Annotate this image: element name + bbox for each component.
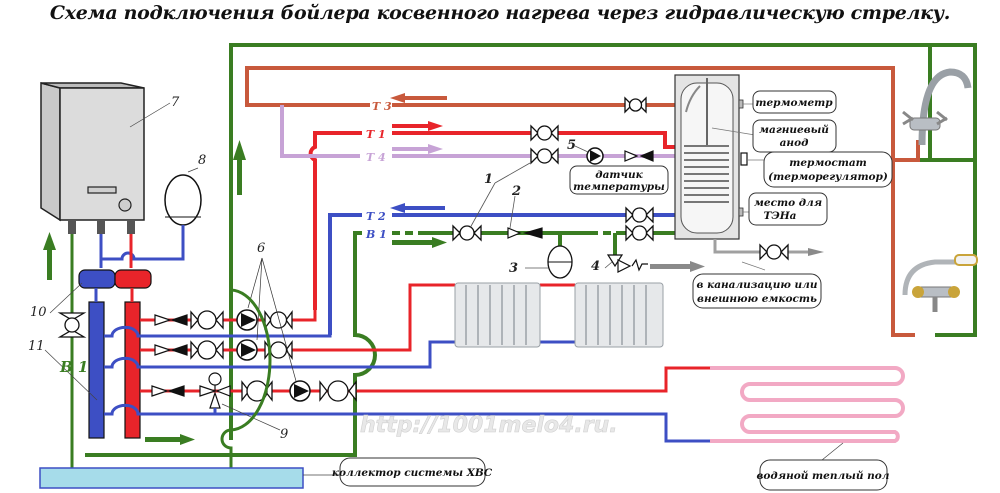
label-number-11: 11 — [28, 339, 45, 354]
flow-arrow-right-icon — [392, 144, 443, 154]
label-number-5: 5 — [567, 138, 576, 153]
pipe-label-t4: Т 4 — [366, 151, 386, 164]
leader-line — [821, 442, 844, 461]
drain-arrow-icon — [650, 261, 705, 272]
callout-thermometer: термометр — [752, 90, 837, 114]
leader-lines — [469, 145, 613, 269]
warm-floor-loop — [710, 366, 905, 443]
boiler-connection-pipes — [70, 225, 185, 470]
svg-text:место для: место для — [754, 197, 822, 209]
cold-water-collector — [39, 467, 304, 489]
bath-mixer-icon — [902, 254, 978, 312]
drain-arrow-icon — [808, 248, 824, 256]
indirect-water-heater-tank — [674, 74, 748, 240]
ball-valve-icon — [625, 206, 654, 224]
hydraulic-separator — [88, 288, 141, 439]
check-valve-icon — [151, 385, 185, 397]
flow-arrow-up-icon — [43, 232, 56, 280]
callout-collector: коллектор системы ХВС — [332, 457, 493, 487]
ball-valve-icon — [264, 310, 293, 330]
flow-arrow-right-icon — [392, 237, 447, 248]
ball-valve-icon — [530, 124, 559, 142]
recirculation-pump-icon — [586, 147, 604, 165]
svg-text:магниевый: магниевый — [759, 123, 829, 136]
svg-text:ТЭНа: ТЭНа — [764, 210, 797, 222]
ball-valve-icon — [625, 224, 654, 242]
diagram-title: Схема подключения бойлера косвенного наг… — [49, 2, 951, 24]
leader-line — [187, 167, 199, 173]
pipe-label-b1: В 1 — [365, 228, 387, 241]
svg-text:термостат: термостат — [789, 157, 867, 169]
pipe-drain — [713, 239, 808, 254]
check-valve-icon — [154, 344, 188, 356]
ball-valve-icon — [452, 224, 482, 242]
circulation-pump-icon — [236, 339, 258, 361]
svg-text:термометр: термометр — [755, 97, 833, 109]
tank-leader-lines — [711, 103, 766, 271]
ball-valve-icon — [57, 312, 87, 338]
svg-text:внешнюю емкость: внешнюю емкость — [697, 293, 817, 305]
callout-temperature-sensor: датчик температуры — [569, 165, 669, 195]
callout-thermostat: термостат (терморегулятор) — [763, 151, 893, 188]
wall-boiler — [40, 82, 145, 234]
pipe-label-t1: Т 1 — [366, 128, 386, 141]
expansion-tank-3-icon — [547, 245, 573, 279]
callout-heating-element-place: место для ТЭНа — [748, 192, 828, 226]
svg-text:водяной теплый пол: водяной теплый пол — [757, 469, 890, 482]
flow-arrow-left-icon — [390, 93, 447, 103]
svg-text:(терморегулятор): (терморегулятор) — [768, 171, 888, 183]
label-number-4: 4 — [591, 259, 600, 274]
cold-water-bypass-arc — [220, 288, 272, 468]
flow-arrow-up-icon — [233, 140, 246, 195]
leader-line — [129, 102, 171, 128]
svg-text:анод: анод — [780, 137, 809, 149]
circulation-pump-icon — [289, 380, 311, 402]
circuit-3-pipes — [104, 366, 710, 443]
ball-valve-icon — [624, 96, 647, 114]
radiator — [574, 282, 664, 348]
ball-valve-icon — [319, 380, 357, 402]
pipe-label-t3: Т 3 — [372, 100, 392, 113]
ball-valve-icon — [190, 340, 224, 360]
label-number-8: 8 — [198, 153, 206, 168]
check-valve-icon — [154, 314, 188, 326]
ball-valve-icon — [190, 310, 224, 330]
check-valve-icon — [507, 227, 543, 239]
ball-valve-icon — [759, 243, 789, 261]
leader-line — [44, 349, 98, 401]
circulation-pump-icon — [236, 309, 258, 331]
svg-text:датчик: датчик — [595, 169, 643, 181]
check-valve-icon — [624, 150, 654, 162]
flow-arrow-right-icon — [145, 434, 195, 445]
label-number-7: 7 — [171, 95, 180, 110]
svg-text:температуры: температуры — [573, 181, 665, 193]
flow-arrow-left-icon — [390, 203, 445, 213]
label-number-2: 2 — [511, 184, 521, 199]
leader-line — [221, 403, 281, 431]
expansion-tank-8-icon — [164, 174, 202, 226]
ball-valve-icon — [530, 147, 559, 165]
pipe-label-b1-left: В 1 — [59, 358, 88, 376]
label-number-3: 3 — [509, 261, 518, 276]
kitchen-faucet-icon — [902, 68, 972, 146]
label-number-1: 1 — [484, 172, 493, 187]
svg-text:коллектор системы ХВС: коллектор системы ХВС — [332, 467, 493, 479]
flow-arrow-right-icon — [392, 121, 443, 131]
svg-text:в канализацию или: в канализацию или — [697, 279, 818, 291]
label-number-6: 6 — [257, 241, 265, 256]
three-way-mixing-valve-icon — [199, 372, 231, 409]
label-number-10: 10 — [30, 305, 47, 320]
pipe-label-t2: Т 2 — [366, 210, 386, 223]
label-number-9: 9 — [280, 427, 288, 442]
leader-line — [49, 282, 83, 314]
hydraulic-header — [78, 269, 152, 289]
safety-valve-icon — [606, 254, 648, 273]
callout-drain: в канализацию или внешнюю емкость — [692, 273, 822, 309]
radiator — [454, 282, 541, 348]
callout-magnesium-anode: магниевый анод — [752, 119, 837, 153]
callout-warm-floor: водяной теплый пол — [757, 459, 890, 491]
watermark: http://1001melo4.ru. — [360, 413, 618, 438]
